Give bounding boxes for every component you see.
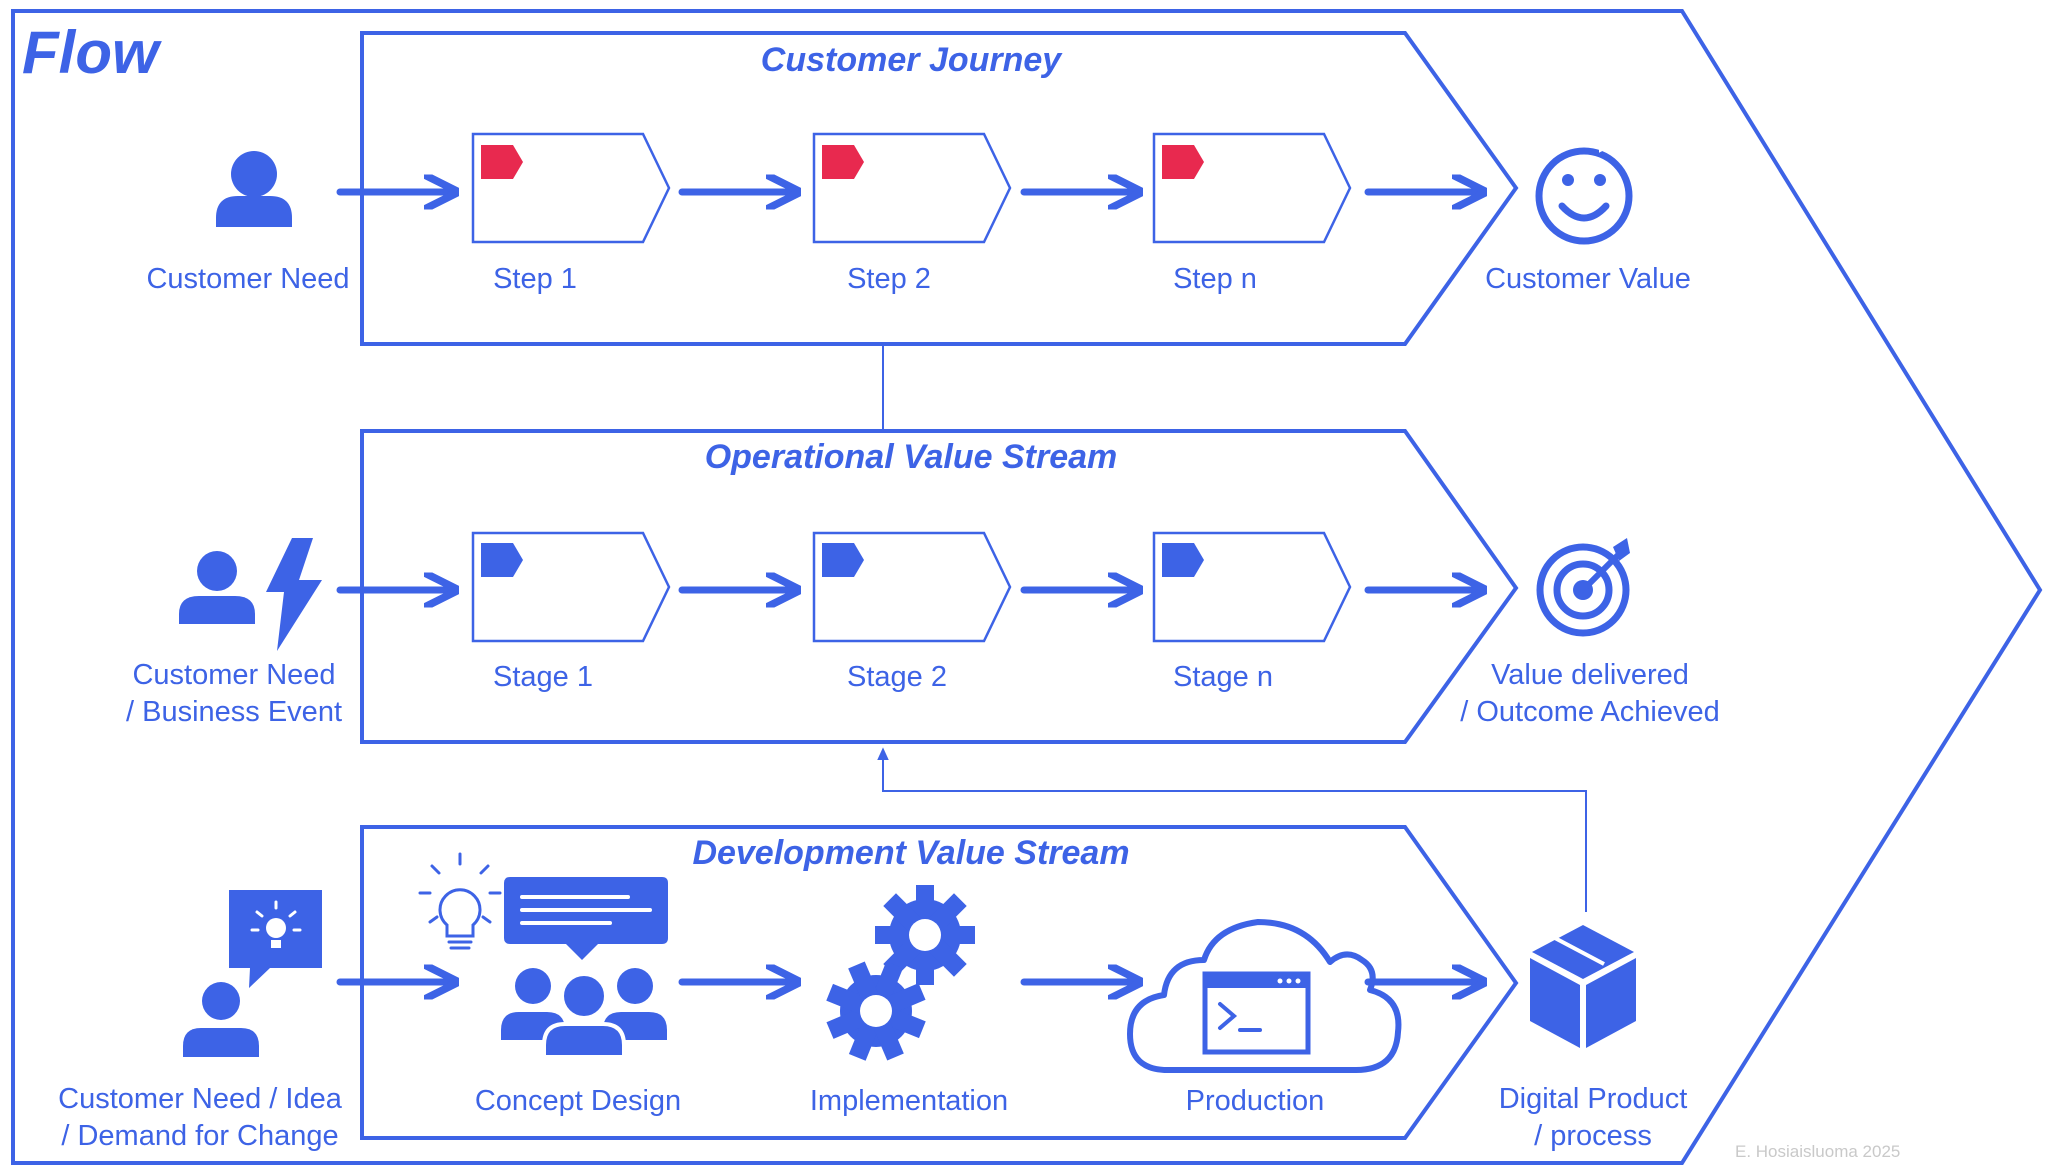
digital-product-line-2: / process [1534,1120,1652,1152]
gears-icon [826,885,975,1061]
production-label: Production [1185,1085,1325,1117]
customer-journey-frame [360,31,1519,346]
flow-title: Flow [22,19,159,86]
step-1-box [471,132,671,244]
person-with-idea-bubble-icon [183,890,322,1057]
value-delivered-line-1: Value delivered [1491,659,1689,691]
stage-n-label: Stage n [1173,661,1273,693]
customer-need-idea-line-2: / Demand for Change [61,1120,339,1152]
step-n-tag-icon [1162,145,1204,179]
concept-design-label: Concept Design [474,1085,682,1117]
digital-product-label: Digital Product / process [1499,1081,1688,1155]
implementation-label: Implementation [809,1085,1009,1117]
person-icon [216,151,292,227]
customer-need-business-event-line-1: Customer Need [132,659,336,691]
stage-1-tag-icon [481,543,523,577]
target-icon [1536,538,1630,637]
cloud-terminal-icon [1127,919,1402,1073]
digital-product-line-1: Digital Product [1498,1083,1688,1115]
development-value-stream-title: Development Value Stream [692,834,1130,872]
step-2-tag-icon [822,145,864,179]
customer-need-idea-label: Customer Need / Idea / Demand for Change [58,1081,342,1155]
stage-n-box [1152,531,1352,643]
package-box-icon [1530,137,1636,1048]
step-2-label: Step 2 [847,263,931,295]
person-with-lightning-icon [179,538,322,651]
step-n-box [1152,132,1352,244]
customer-need-label: Customer Need [146,263,350,295]
step-n-label: Step n [1173,263,1257,295]
customer-journey-title: Customer Journey [760,41,1062,79]
flow-outer-frame [11,9,2043,1165]
step-1-label: Step 1 [493,263,577,295]
customer-need-idea-line-1: Customer Need / Idea [58,1083,342,1115]
team-discussion-idea-icon [418,852,668,1059]
operational-value-stream-title: Operational Value Stream [704,438,1118,476]
value-delivered-label: Value delivered / Outcome Achieved [1460,657,1720,731]
stage-n-tag-icon [1162,543,1204,577]
customer-value-label: Customer Value [1485,263,1691,295]
stage-1-label: Stage 1 [493,661,593,693]
customer-need-business-event-line-2: / Business Event [126,696,342,728]
development-value-stream-frame [360,825,1519,1140]
operational-value-stream-frame [360,429,1519,744]
stage-2-label: Stage 2 [847,661,947,693]
step-2-box [812,132,1012,244]
product-feedback-connector [877,747,1587,912]
stage-2-box [812,531,1012,643]
stage-2-tag-icon [822,543,864,577]
stage-1-box [471,531,671,643]
author-credit: E. Hosiaisluoma 2025 [1735,1142,1901,1161]
smiley-face-icon [1535,147,1633,245]
value-delivered-line-2: / Outcome Achieved [1460,696,1720,728]
step-1-tag-icon [481,145,523,179]
customer-need-business-event-label: Customer Need / Business Event [126,657,342,731]
